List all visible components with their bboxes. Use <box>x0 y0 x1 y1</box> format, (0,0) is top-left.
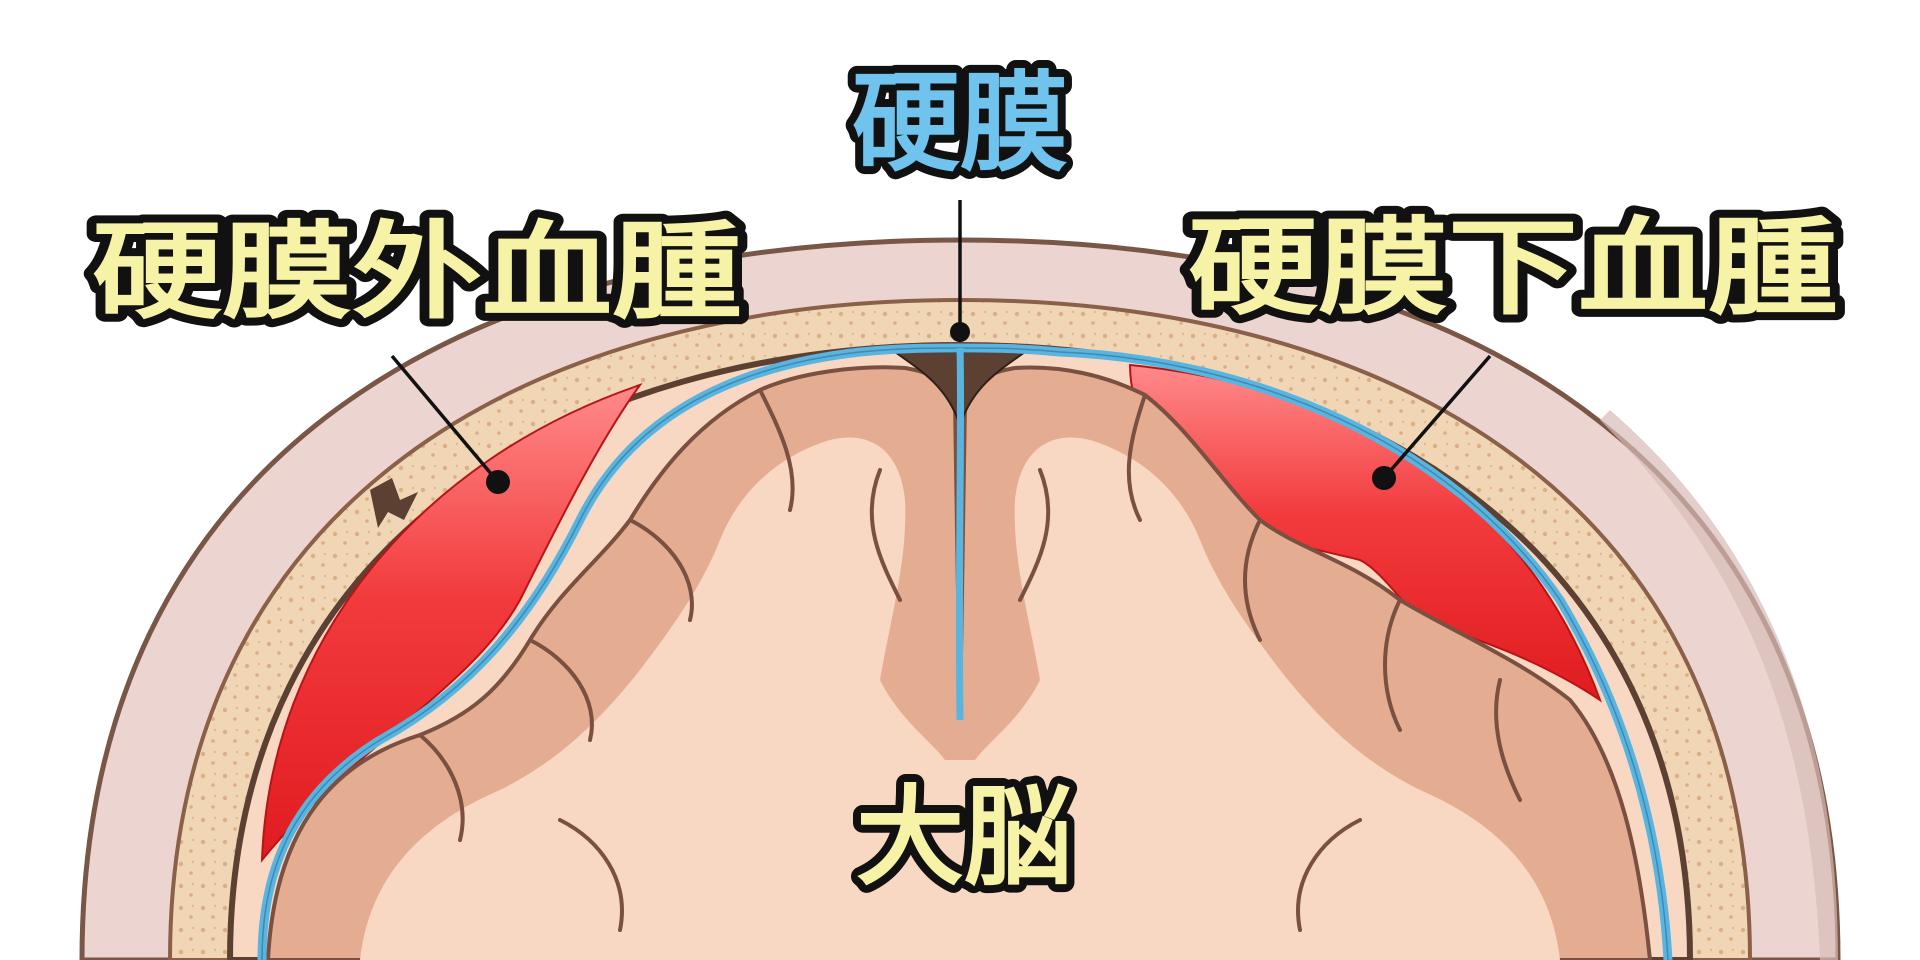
label-subdural-hematoma: 硬膜下血腫 <box>1188 207 1838 330</box>
dura-mater-outline <box>261 347 1669 960</box>
subdural-leader <box>1382 354 1492 480</box>
label-epidural-hematoma: 硬膜外血腫 <box>92 211 742 334</box>
epidural-dot <box>486 470 510 494</box>
label-dura: 硬膜 <box>852 62 1068 187</box>
subdural-dot <box>1372 466 1396 490</box>
scalp-shade <box>1600 410 1838 960</box>
leader-lines <box>390 200 1492 484</box>
falx-cerebri <box>955 347 965 721</box>
sulci <box>418 388 1522 932</box>
label-cerebrum: 大脳 <box>856 776 1072 901</box>
leader-dots <box>486 322 1396 494</box>
white-matter <box>360 437 1560 960</box>
skull-fracture <box>370 478 418 528</box>
epidural-leader <box>390 354 500 484</box>
dura-dot <box>950 322 970 342</box>
